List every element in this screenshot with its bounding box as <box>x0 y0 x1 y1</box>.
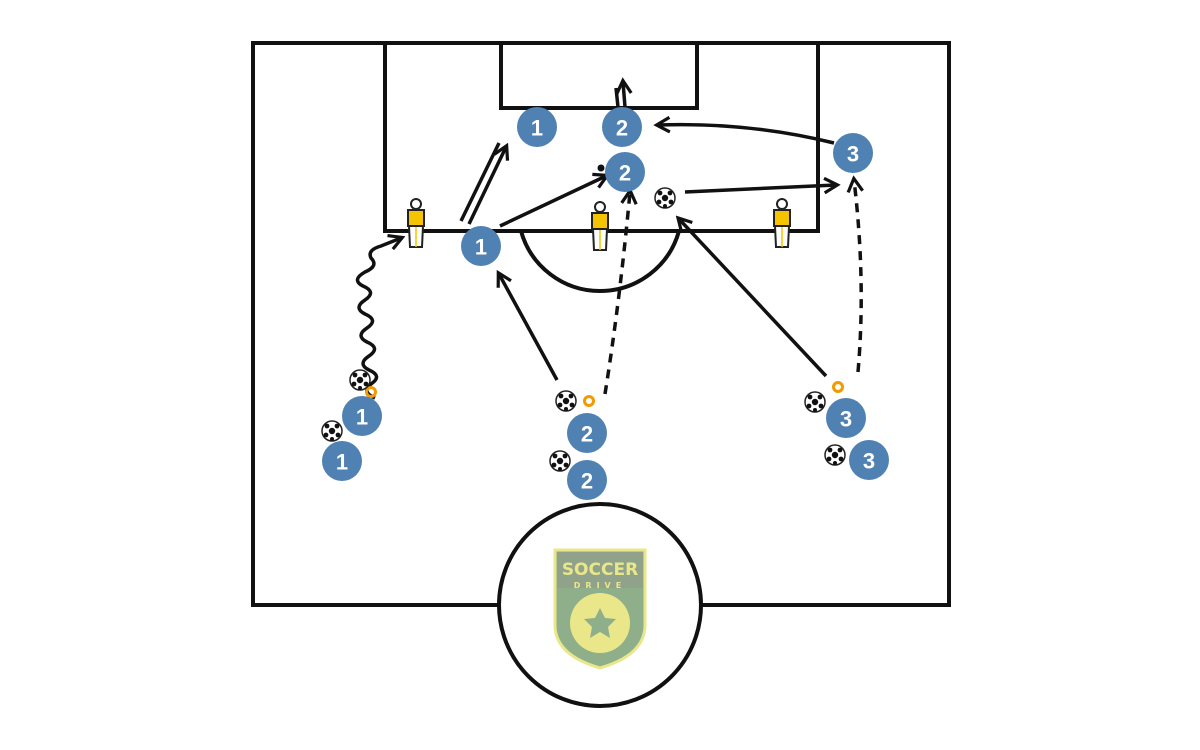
player-number: 3 <box>863 449 875 474</box>
mannequin-icon <box>407 198 425 248</box>
ball-icon <box>824 444 846 466</box>
shot-double-arrow <box>614 82 625 108</box>
player: 1 <box>517 107 557 147</box>
ball-icon <box>349 369 371 391</box>
run-dashed-arrow-right <box>854 180 861 373</box>
pass-arrow-right <box>684 185 836 192</box>
player-number: 3 <box>840 407 852 432</box>
player-number: 2 <box>581 422 593 447</box>
ball-icon <box>321 420 343 442</box>
ball-icon <box>654 187 676 209</box>
player: 2 <box>602 107 642 147</box>
player-number: 2 <box>581 469 593 494</box>
logo-text-drive: DRIVE <box>574 581 626 590</box>
pass-arrow <box>499 176 606 228</box>
player-number: 2 <box>616 116 628 141</box>
player: 3 <box>849 440 889 480</box>
player: 1 <box>342 396 382 436</box>
ball-icon <box>555 390 577 412</box>
player: 3 <box>833 133 873 173</box>
player-number: 1 <box>336 450 348 475</box>
run-arrow <box>499 274 559 381</box>
player-number: 3 <box>847 142 859 167</box>
soccer-drive-logo: SOCCER DRIVE <box>553 548 647 670</box>
movement-arrows <box>355 82 861 400</box>
logo-text-soccer: SOCCER <box>562 560 638 580</box>
cone-icon <box>365 386 377 398</box>
dribble-path <box>355 238 401 400</box>
player: 2 <box>567 413 607 453</box>
player-number: 1 <box>531 116 543 141</box>
player: 1 <box>322 441 362 481</box>
penalty-arc <box>519 230 681 293</box>
run-dashed-arrow <box>603 192 630 395</box>
mannequin-icon <box>591 201 609 251</box>
player: 2 <box>605 152 645 192</box>
cone-icon <box>832 381 844 393</box>
ball-icon <box>804 391 826 413</box>
ball-dot <box>597 164 605 172</box>
ball-icon <box>549 450 571 472</box>
cross-arrow <box>658 125 835 145</box>
player-number: 2 <box>619 161 631 186</box>
player: 3 <box>826 398 866 438</box>
player-number: 1 <box>356 405 368 430</box>
through-pass-double-arrow <box>459 142 506 225</box>
cone-icon <box>583 395 595 407</box>
run-arrow-right <box>679 219 828 378</box>
player: 1 <box>461 226 501 266</box>
player: 2 <box>567 460 607 500</box>
mannequin-icon <box>773 198 791 248</box>
goal-box <box>499 41 699 110</box>
player-number: 1 <box>475 235 487 260</box>
